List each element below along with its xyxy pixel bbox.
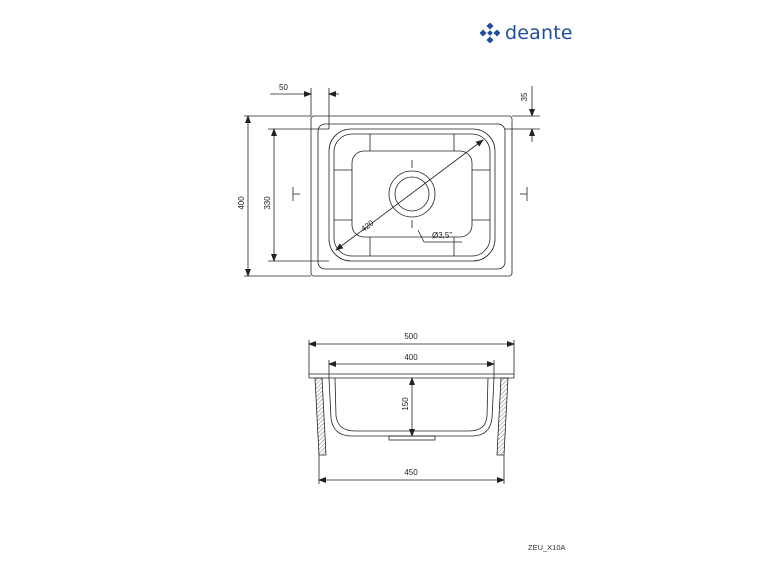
dim-diagonal-label: 420: [359, 218, 376, 234]
bowl-inner: [333, 133, 491, 257]
sink-inner-rim: [317, 123, 506, 270]
diagonal-dim-line: [335, 139, 484, 251]
dim-depth-label: 150: [401, 397, 410, 411]
left-leg: [314, 377, 327, 456]
drain-inner: [394, 176, 430, 212]
dim-left-offset-label: 50: [279, 83, 288, 92]
bowl-profile: [328, 377, 495, 437]
dim-top-offset-label: 35: [520, 92, 529, 101]
side-view: [308, 340, 515, 484]
right-leg: [496, 377, 509, 456]
top-view-labels: 400 330 50 35 420 Ø3,5": [237, 83, 529, 240]
dim-overall-height-label: 400: [237, 196, 246, 210]
top-view: [244, 86, 540, 277]
dim-overall-width-label: 500: [404, 332, 418, 341]
dim-base-width-label: 450: [404, 468, 418, 477]
dim-drain-label: Ø3,5": [432, 231, 452, 240]
side-drain: [388, 435, 436, 441]
deante-logo-icon: [480, 23, 500, 43]
bowl-outer: [328, 128, 496, 262]
side-view-labels: 500 400 150 450: [401, 332, 418, 477]
product-code: ZEU_X10A: [528, 543, 566, 552]
dim-bowl-height-label: 330: [263, 196, 272, 210]
dim-bowl-width-label: 400: [404, 353, 418, 362]
sink-outline: [310, 115, 513, 277]
drain-outer: [388, 170, 436, 218]
brand-name: deante: [505, 22, 573, 44]
brand-logo: deante: [480, 22, 573, 44]
